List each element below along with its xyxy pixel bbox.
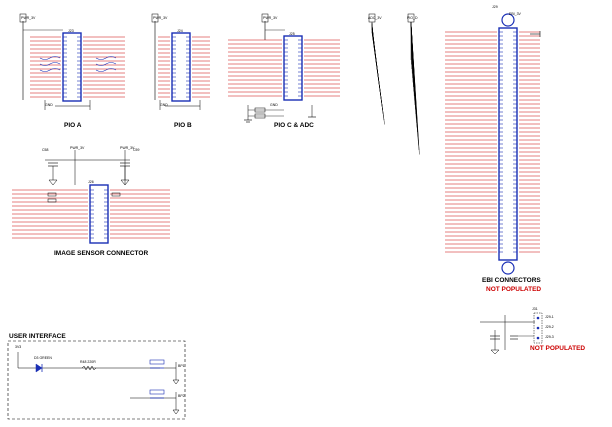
- ebi-block: [445, 13, 541, 275]
- j23-connector: [62, 32, 82, 102]
- ebi-pwr-ref: EBI_3V: [509, 12, 521, 16]
- pwr-left-ref: PWR_3V: [70, 146, 85, 150]
- pio-b-block: [151, 13, 210, 110]
- user-interface-title: USER INTERFACE: [9, 333, 66, 340]
- image-sensor-title: IMAGE SENSOR CONNECTOR: [54, 250, 149, 257]
- led-ref: D3 GREEN: [34, 356, 52, 360]
- jumper-not-populated: NOT POPULATED: [530, 345, 586, 352]
- pio-b-title: PIO B: [174, 122, 192, 129]
- bus-tap: [410, 21, 420, 155]
- pwr-right-ref: PWR_3V: [120, 146, 135, 150]
- jumper-pin-2: J29-2: [545, 325, 554, 329]
- ebi-title: EBI CONNECTORS: [482, 277, 541, 284]
- cap-right-ref: C59: [133, 148, 140, 152]
- pwr-b-ref: PWR_3V: [153, 16, 168, 20]
- pwr-c-ref: PWR_3V: [263, 16, 278, 20]
- image-sensor-block: [12, 150, 170, 244]
- cap-left-ref: C58: [42, 148, 49, 152]
- switch-2-ref: BP2: [178, 394, 185, 398]
- adc-ref: ADC_3V: [368, 16, 382, 20]
- resistor-ref: R48 220R: [80, 360, 96, 364]
- j25-ref: J25: [289, 32, 295, 36]
- ebi-ref: J29: [492, 5, 498, 9]
- jumper-pin-1: J29-1: [545, 315, 554, 319]
- pio-c-block: [228, 13, 340, 123]
- pwr-a-ref: PWR_3V: [21, 16, 36, 20]
- j23-ref: J23: [68, 29, 74, 33]
- jumper-ref: J31: [532, 307, 538, 311]
- gnd-b-ref: GND: [160, 103, 168, 107]
- user-interface-block: [7, 340, 186, 420]
- pio-d-ref: PIO_D: [407, 16, 418, 20]
- pio-a-block: [19, 13, 125, 110]
- bus-fanout: [368, 13, 420, 155]
- switch-1-ref: BP1: [178, 364, 185, 368]
- jumper-pin-3: J29-3: [545, 335, 554, 339]
- j26-ref: J26: [88, 180, 94, 184]
- v3-ref: 3V3: [15, 345, 22, 349]
- gnd-a-ref: GND: [45, 103, 53, 107]
- j24-connector: [171, 32, 191, 102]
- pio-c-adc-title: PIO C & ADC: [274, 122, 314, 129]
- gnd-c-ref: GND: [270, 103, 278, 107]
- pio-a-title: PIO A: [64, 122, 82, 129]
- j24-ref: J24: [177, 29, 183, 33]
- ebi-not-populated: NOT POPULATED: [486, 286, 542, 293]
- jumper-block: [480, 312, 543, 355]
- bus-tap: [371, 32, 385, 125]
